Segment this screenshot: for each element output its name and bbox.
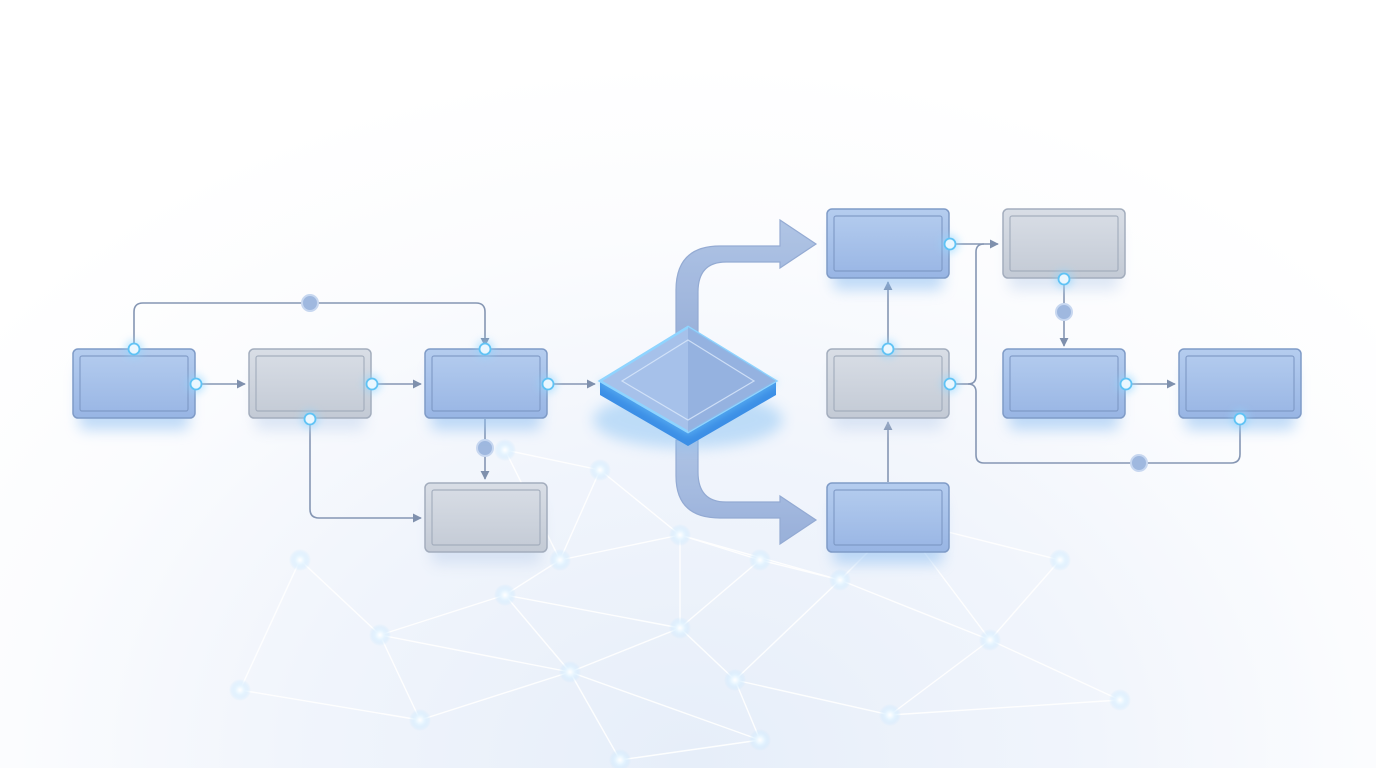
process-node-n8[interactable] [1002, 208, 1126, 290]
network-link [559, 534, 681, 561]
junction-dot [1055, 303, 1073, 321]
connection-ports [125, 235, 1249, 428]
network-link [679, 627, 736, 681]
network-link [299, 559, 381, 636]
network-node-glow [669, 617, 691, 639]
edge-n6-n10-under [967, 383, 1241, 464]
network-node-glow [549, 549, 571, 571]
process-node-n1[interactable] [72, 348, 196, 430]
network-link [379, 594, 506, 636]
edge-n2-n4-under [309, 419, 422, 523]
network-link [679, 559, 761, 629]
network-link [239, 689, 421, 721]
branch-arrow-upper [675, 218, 818, 341]
connection-port [363, 375, 381, 393]
network-node-glow [409, 709, 431, 731]
network-node-glow [1109, 689, 1131, 711]
network-link [989, 639, 1121, 701]
connection-port [1231, 410, 1249, 428]
junction-dot [476, 439, 494, 457]
network-node-glow [829, 569, 851, 591]
branch-arrow-lower [675, 439, 818, 546]
network-node-glow [609, 749, 631, 768]
connection-port [125, 340, 143, 358]
connection-port [301, 410, 319, 428]
network-node-glow [749, 729, 771, 751]
network-link [889, 699, 1121, 716]
connection-port [1055, 270, 1073, 288]
network-link [379, 634, 421, 721]
connection-port [1117, 375, 1135, 393]
network-link [559, 469, 601, 561]
network-node-glow [559, 661, 581, 683]
network-node-glow [979, 629, 1001, 651]
connection-port [187, 375, 205, 393]
process-node-n3[interactable] [424, 348, 548, 430]
connector-junction-dots [301, 294, 1148, 472]
network-node-glow [229, 679, 251, 701]
network-node-glow [494, 584, 516, 606]
network-node-glow [749, 549, 771, 571]
network-link [569, 627, 681, 673]
network-link [734, 579, 841, 681]
connection-port [941, 235, 959, 253]
network-link [839, 579, 991, 641]
network-link [379, 634, 571, 673]
process-node-n4[interactable] [424, 482, 548, 564]
network-link [734, 679, 891, 716]
network-node-glow [879, 704, 901, 726]
network-link [989, 559, 1061, 641]
connection-port [476, 340, 494, 358]
edge-n6-n8 [950, 243, 985, 385]
network-link [504, 594, 571, 673]
decision-diamond-inner-outline [620, 339, 756, 421]
network-link [504, 594, 681, 629]
network-node-glow [289, 549, 311, 571]
network-link [239, 559, 301, 691]
network-link [889, 639, 991, 716]
network-link [504, 449, 601, 471]
network-link [419, 671, 571, 721]
process-node-n9[interactable] [1002, 348, 1126, 430]
process-node-n5[interactable] [826, 208, 950, 290]
network-link [619, 739, 761, 761]
connection-port [879, 340, 897, 358]
process-nodes [72, 208, 1302, 564]
background-network-mesh [239, 449, 1121, 761]
junction-dot [301, 294, 319, 312]
network-link [599, 469, 681, 536]
network-node-glow [494, 439, 516, 461]
process-node-n7[interactable] [826, 482, 950, 564]
network-link [569, 671, 621, 761]
network-node-glow [369, 624, 391, 646]
network-node-glow [669, 524, 691, 546]
process-node-n2[interactable] [248, 348, 372, 430]
network-node-glow [1049, 549, 1071, 571]
process-node-n6[interactable] [826, 348, 950, 430]
network-node-glow [724, 669, 746, 691]
connection-port [941, 375, 959, 393]
decision-node[interactable] [593, 325, 783, 448]
decision-branches [675, 218, 818, 546]
background-network-nodes [229, 439, 1131, 768]
network-node-glow [589, 459, 611, 481]
process-node-n10[interactable] [1178, 348, 1302, 430]
junction-dot [1130, 454, 1148, 472]
connection-port [539, 375, 557, 393]
network-link [569, 671, 761, 741]
